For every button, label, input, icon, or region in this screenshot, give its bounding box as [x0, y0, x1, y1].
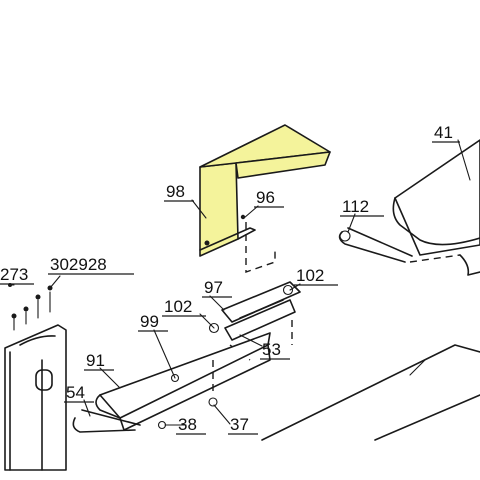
callout-96: 96 [254, 188, 284, 208]
column-part-left[interactable] [4, 324, 67, 471]
callout-97: 97 [202, 278, 232, 298]
callout-label: 54 [66, 383, 85, 402]
callout-label: 41 [434, 123, 453, 142]
callout-102-right: 102 [294, 266, 338, 286]
callout-102-center: 102 [162, 297, 206, 317]
callout-91: 91 [84, 351, 114, 371]
bracket-part-102[interactable] [208, 281, 301, 361]
rod-part-112[interactable] [338, 227, 413, 263]
cabinet-part-lower-right[interactable] [261, 344, 480, 441]
callout-label: 302928 [50, 255, 107, 274]
callout-label: 102 [164, 297, 192, 316]
callout-label: 37 [230, 415, 249, 434]
base-plate-part-91[interactable] [95, 332, 271, 431]
highlighted-part-98[interactable] [199, 124, 331, 257]
callout-98: 98 [164, 182, 194, 202]
callout-label: 102 [296, 266, 324, 285]
assembly-guide-line [245, 222, 276, 273]
callout-label: 97 [204, 278, 223, 297]
screws-part-273-302928[interactable] [8, 283, 53, 331]
callout-99: 99 [138, 312, 168, 332]
callout-label: 98 [166, 182, 185, 201]
callout-112: 112 [340, 197, 384, 217]
callout-label: 112 [342, 197, 369, 216]
callout-label: 91 [86, 351, 105, 370]
callout-41: 41 [432, 123, 460, 143]
callout-label: 273 [0, 265, 28, 284]
callout-label: 53 [262, 340, 281, 359]
foot-part-54[interactable] [72, 409, 141, 433]
callout-label: 96 [256, 188, 275, 207]
callout-37: 37 [228, 415, 258, 435]
leader-lines [9, 139, 471, 426]
tray-part-41[interactable] [392, 139, 480, 276]
callout-54: 54 [64, 383, 94, 403]
callout-302928: 302928 [48, 255, 134, 275]
callout-53: 53 [260, 340, 290, 360]
callout-label: 38 [178, 415, 197, 434]
callout-273: 273 [0, 265, 34, 285]
callout-38: 38 [176, 415, 206, 435]
callout-label: 99 [140, 312, 159, 331]
